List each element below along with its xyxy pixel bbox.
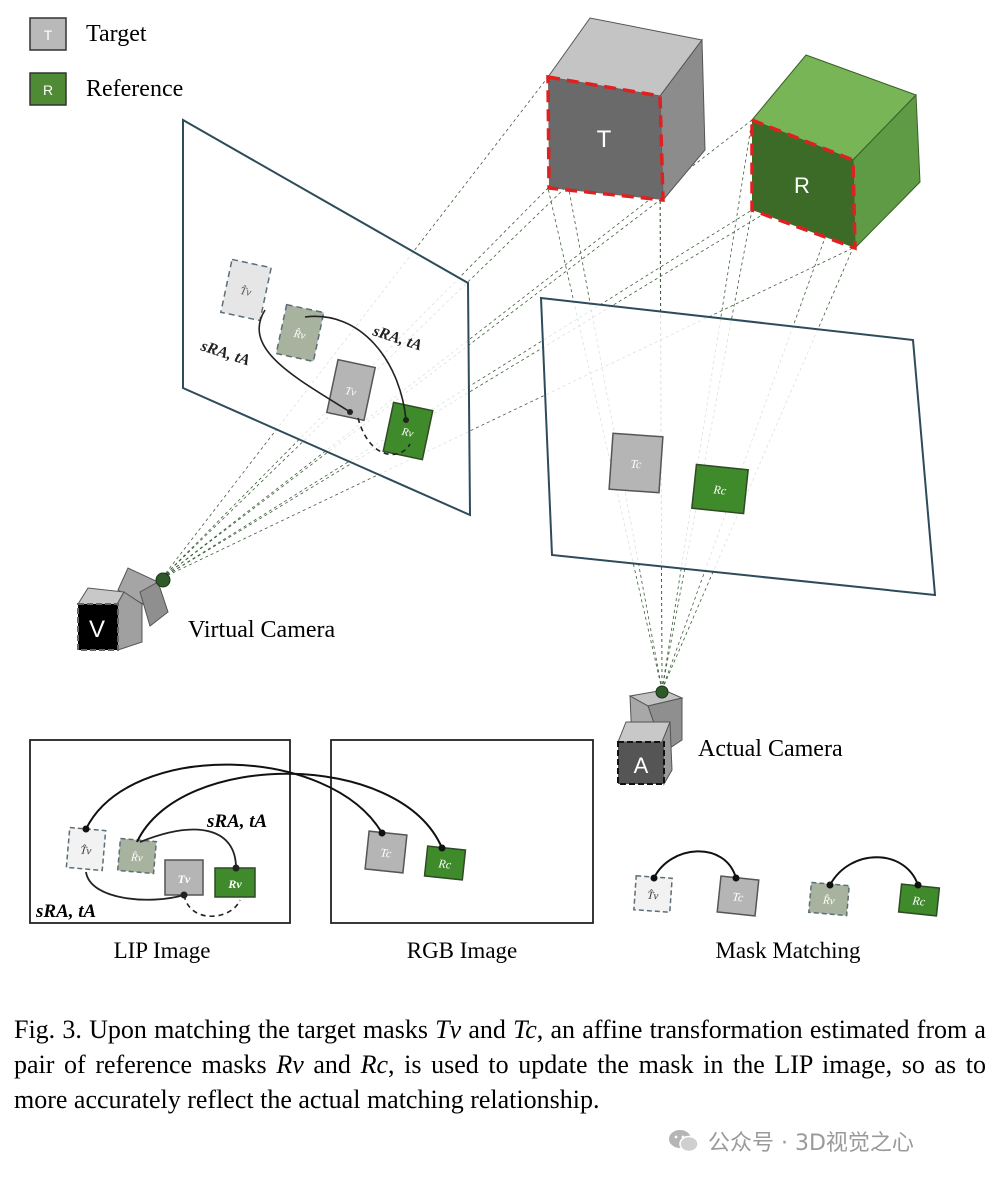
actual-camera-lens: [655, 685, 669, 699]
mask-label: T̂v: [80, 844, 92, 858]
mask-t-hat-virtual: T̂v: [219, 258, 273, 322]
virtual-camera-front: [77, 603, 119, 651]
reference-cube-front: [750, 117, 857, 251]
match-mask-r-hat: R̂v: [807, 881, 851, 917]
reference-cube-glyph: R: [794, 173, 810, 198]
virtual-arc-left: [258, 309, 351, 413]
mask-r-c-actual: Rc: [691, 463, 749, 515]
actual-image-plane: [539, 296, 937, 597]
rgb-image-title: RGB Image: [407, 938, 518, 963]
caption-math-rv: Rv: [276, 1050, 304, 1079]
virtual-arc-right: [304, 315, 407, 421]
mask-label: Tc: [732, 889, 745, 904]
mask-label: Rc: [437, 856, 453, 871]
rgb-mask-t-c: Tc: [364, 830, 408, 874]
rgb-image-panel: Tc Rc RGB Image: [330, 739, 594, 963]
mask-label: T̂v: [647, 889, 659, 903]
lip-transform-top: sRA, tA: [206, 811, 267, 832]
mask-label: R̂v: [822, 894, 836, 908]
match-mask-r-c: Rc: [897, 883, 941, 917]
actual-camera-label: Actual Camera: [698, 736, 843, 762]
mask-r-hat-virtual: R̂v: [275, 303, 325, 363]
lip-arc-top: [139, 828, 237, 869]
match-arc-reference: [829, 856, 919, 886]
legend-target: T Target: [29, 17, 147, 51]
legend-reference-swatch: [29, 72, 67, 106]
mask-matching-panel: T̂v Tc R̂v Rc Mask Matching: [633, 850, 941, 963]
watermark: 公众号 · 3D视觉之心: [668, 1124, 914, 1158]
virtual-view-masks: T̂v R̂v Tv Rv sRA, tA sRA, tA: [198, 258, 434, 461]
virtual-camera-label: Virtual Camera: [188, 617, 336, 643]
mask-label: Tv: [344, 385, 357, 399]
rgb-image-frame: [330, 739, 594, 924]
lip-mask-t-v: Tv: [164, 859, 204, 896]
actual-camera: A: [617, 685, 684, 786]
virtual-camera-glyph: V: [89, 616, 105, 643]
legend-reference: R Reference: [29, 72, 183, 106]
mask-label: T̂v: [239, 284, 253, 299]
lip-arc-bottom: [85, 871, 185, 901]
caption-text-4: and: [303, 1050, 361, 1079]
cross-arc-r-hat-to-r-c: [136, 772, 443, 849]
match-arc-target: [653, 850, 737, 879]
mask-label: Tc: [380, 845, 393, 860]
caption-text-3: , an affine transformation estimated fro…: [14, 1015, 986, 1079]
legend-target-glyph: T: [44, 27, 53, 43]
lip-arc-dashed: [183, 894, 241, 918]
mask-t-c-actual: Tc: [608, 432, 664, 494]
actual-view-masks: Tc Rc: [608, 432, 749, 515]
actual-camera-glyph: A: [634, 753, 649, 778]
legend-reference-glyph: R: [43, 82, 53, 98]
figure-caption: Fig. 3. Upon matching the target masks T…: [14, 1012, 986, 1117]
wechat-icon: [669, 1130, 699, 1153]
lip-image-title: LIP Image: [114, 938, 211, 963]
virtual-arc-dashed: [357, 417, 411, 456]
lip-mask-r-v: Rv: [214, 867, 256, 898]
watermark-text: 公众号 · 3D视觉之心: [708, 1131, 914, 1156]
lip-image-panel: T̂v R̂v Tv Rv sRA, tA sRA, tA LIP Image: [29, 739, 291, 963]
rgb-mask-r-c: Rc: [423, 845, 467, 881]
legend-reference-label: Reference: [86, 76, 183, 102]
mask-r-v-virtual: Rv: [382, 401, 434, 461]
lip-mask-r-hat: R̂v: [116, 837, 158, 875]
caption-text-2: and: [461, 1015, 514, 1044]
caption-math-tc: Tc: [513, 1015, 537, 1044]
caption-math-rc: Rc: [360, 1050, 388, 1079]
lip-mask-t-hat: T̂v: [65, 826, 107, 872]
cross-arc-t-hat-to-t-c: [85, 763, 383, 834]
mask-label: Rc: [911, 893, 927, 908]
legend-target-swatch: [29, 17, 67, 51]
projection-rays: [161, 76, 854, 691]
lip-image-frame: [29, 739, 291, 924]
mask-label: R̂v: [130, 851, 144, 865]
target-cube-front: [546, 74, 665, 202]
figure-diagram: T Target R Reference: [29, 17, 941, 963]
caption-text-5: , is used to update the mask in the LIP …: [14, 1050, 986, 1114]
lip-transform-bottom: sRA, tA: [35, 901, 96, 922]
mask-label: Rv: [227, 877, 242, 891]
reference-cube: R: [750, 54, 921, 251]
actual-camera-front: [617, 741, 665, 785]
legend-target-label: Target: [86, 21, 147, 47]
mask-label: Rv: [400, 426, 415, 440]
virtual-camera: V: [77, 567, 171, 651]
target-cube-glyph: T: [597, 126, 612, 153]
mask-label: Rc: [712, 482, 728, 497]
mask-matching-title: Mask Matching: [715, 938, 861, 963]
caption-math-tv: Tv: [435, 1015, 462, 1044]
mask-label: R̂v: [292, 327, 307, 342]
mask-label: Tv: [178, 872, 191, 886]
mask-label: Tc: [630, 457, 643, 472]
caption-text-1: Fig. 3. Upon matching the target masks: [14, 1015, 436, 1044]
legend: T Target R Reference: [29, 17, 183, 106]
virtual-camera-lens: [155, 572, 171, 588]
target-cube: T: [546, 17, 706, 202]
match-mask-t-c: Tc: [716, 875, 760, 917]
